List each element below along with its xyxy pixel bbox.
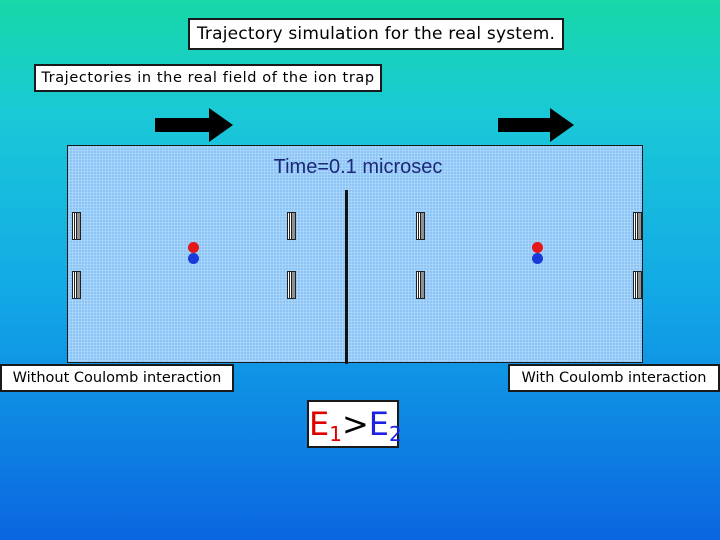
time-label: Time=0.1 microsec: [273, 156, 443, 178]
right-arrow-icon: [498, 108, 574, 142]
label-with-coulomb: With Coulomb interaction: [508, 364, 720, 392]
electrode: [72, 271, 81, 299]
energy-e2: E2: [368, 405, 402, 446]
ion-red: [188, 242, 199, 253]
energy-e1: E1: [309, 405, 342, 446]
energy-relation: E1>E2: [307, 400, 402, 448]
page-subtitle: Trajectories in the real field of the io…: [34, 64, 382, 92]
right-arrow-icon: [155, 108, 233, 142]
ion-blue: [532, 253, 543, 264]
ion-red: [532, 242, 543, 253]
electrode: [416, 212, 425, 240]
panel-divider: [345, 190, 348, 364]
simulation-panel: Time=0.1 microsec: [67, 145, 643, 364]
electrode: [633, 212, 642, 240]
electrode: [72, 212, 81, 240]
energy-operator: >: [341, 405, 369, 443]
ion-blue: [188, 253, 199, 264]
label-without-coulomb: Without Coulomb interaction: [0, 364, 234, 392]
page-title: Trajectory simulation for the real syste…: [188, 18, 564, 50]
electrode: [416, 271, 425, 299]
electrode: [287, 212, 296, 240]
electrode: [287, 271, 296, 299]
electrode: [633, 271, 642, 299]
